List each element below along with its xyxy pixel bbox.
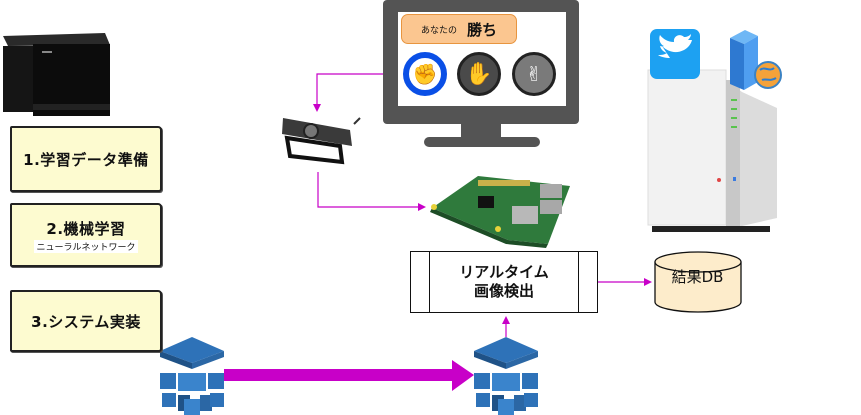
deploy-arrow-head <box>452 360 474 391</box>
raspberry-pi-icon <box>430 176 570 248</box>
arrow-monitor-to-webcam <box>313 73 383 112</box>
detection-line-1: リアルタイム <box>459 263 549 281</box>
step-2-label: 2.機械学習 <box>46 219 126 238</box>
step-1-label: 1.学習データ準備 <box>23 150 149 169</box>
detection-line-2: 画像検出 <box>473 282 534 300</box>
webcam-icon <box>282 117 361 165</box>
nas-server-icon <box>647 69 777 232</box>
ml-model-icon-left <box>160 337 224 415</box>
step-3-label: 3.システム実装 <box>31 312 141 331</box>
hand-rock: ✊ <box>403 52 447 96</box>
monitor-stand-base <box>424 137 540 147</box>
step-2-sublabel: ニューラルネットワーク <box>34 239 138 253</box>
rock-hand-icon: ✊ <box>412 62 438 86</box>
process-bar-left <box>429 252 430 312</box>
realtime-detection-box: リアルタイム 画像検出 <box>410 251 598 313</box>
paper-hand-icon: ✋ <box>465 61 493 87</box>
process-bar-right <box>578 252 579 312</box>
database-label: 結果DB <box>671 268 724 286</box>
step-2-machine-learning: 2.機械学習 ニューラルネットワーク <box>10 203 162 267</box>
ml-model-icon-right <box>474 337 538 415</box>
result-prefix: あなたの <box>420 25 457 36</box>
step-1-data-preparation: 1.学習データ準備 <box>10 126 162 192</box>
result-banner: あなたの 勝ち <box>401 14 517 44</box>
database-cylinder <box>654 251 742 313</box>
desktop-pc-icon <box>3 33 110 116</box>
twitter-icon <box>650 29 700 79</box>
arrow-webcam-to-raspi <box>317 172 426 211</box>
monitor-stand-neck <box>461 124 501 138</box>
web-server-icon <box>730 30 782 90</box>
deploy-arrow-shaft <box>224 369 456 381</box>
result-word: 勝ち <box>467 20 498 39</box>
hand-scissors: ✌ <box>512 52 556 96</box>
step-3-system-implementation: 3.システム実装 <box>10 290 162 352</box>
hand-paper: ✋ <box>457 52 501 96</box>
scissors-hand-icon: ✌ <box>525 62 543 86</box>
